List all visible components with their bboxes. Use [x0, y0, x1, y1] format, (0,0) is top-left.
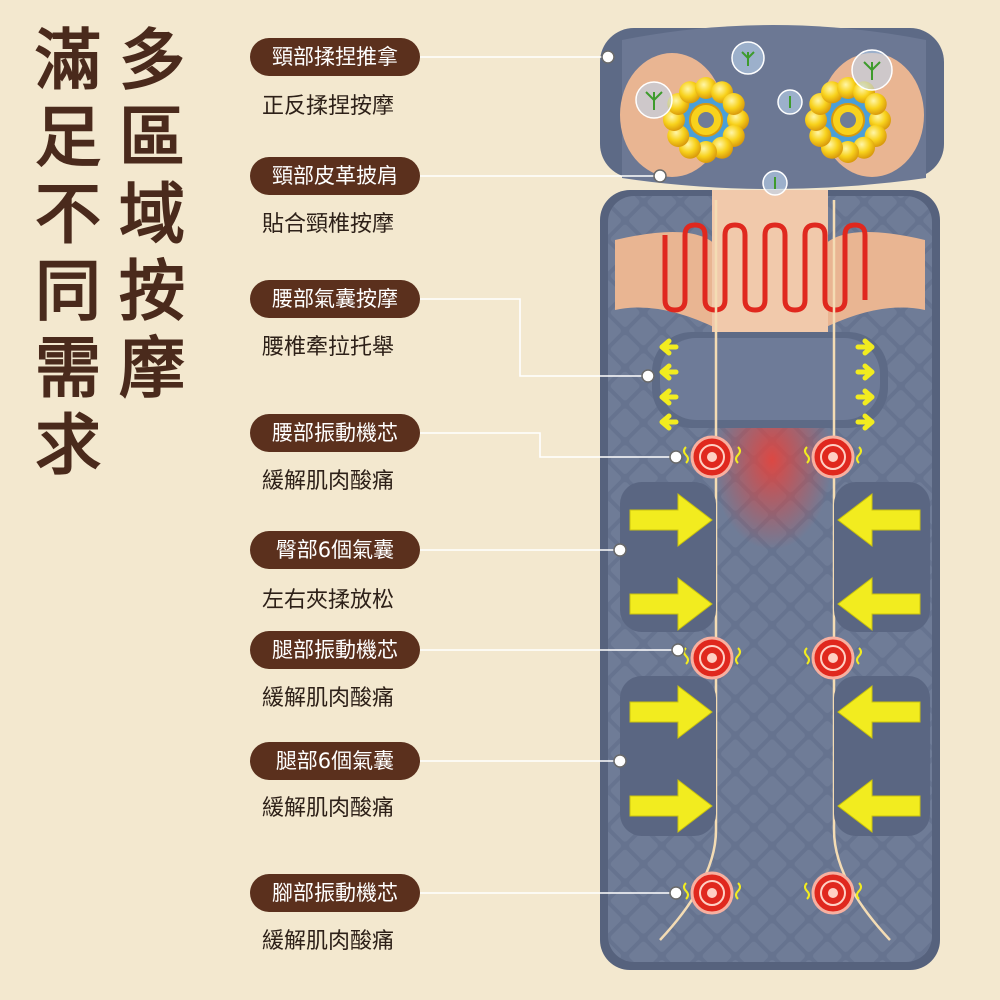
vibration-core [707, 653, 717, 663]
vibration-wave-icon [856, 446, 862, 464]
callout-dot [613, 543, 627, 557]
headline-char: 不 [35, 176, 101, 253]
feature-desc-leg-airbags: 緩解肌肉酸痛 [262, 796, 395, 821]
headline-char: 按 [119, 253, 185, 330]
headline-column-2: 多 區 域 按 摩 [112, 22, 192, 407]
lumbar-arrows [659, 338, 875, 431]
feature-desc-lumbar-airbag: 腰椎牽拉托舉 [262, 335, 395, 360]
vibration-core [828, 888, 838, 898]
feature-desc-foot-vibration: 緩解肌肉酸痛 [262, 929, 395, 954]
feature-badge-neck-shawl: 頸部皮革披肩 [250, 157, 420, 195]
headline-char: 需 [35, 330, 101, 407]
arrow-left-icon [837, 684, 921, 740]
callout-dot [669, 450, 683, 464]
callout-dot [669, 886, 683, 900]
vibration-wave-icon [735, 882, 741, 900]
callout-dot [641, 369, 655, 383]
feature-desc-neck-shawl: 貼合頸椎按摩 [262, 212, 395, 237]
arrow-right-icon [629, 778, 713, 834]
headline-column-1: 滿 足 不 同 需 求 [28, 22, 108, 484]
headline-char: 區 [119, 99, 185, 176]
vibration-wave-icon [735, 446, 741, 464]
massage-ball-hub [840, 112, 856, 128]
headline-char: 足 [35, 99, 101, 176]
vibration-ring [820, 645, 846, 671]
headline-char: 同 [35, 253, 101, 330]
lumbar-arrow-left [659, 338, 679, 356]
vibration-motors [683, 435, 862, 915]
callout-line-lumbar-vibration [420, 432, 676, 458]
lumbar-arrow-right [855, 388, 875, 406]
headline-char: 域 [119, 176, 185, 253]
callout-dot [601, 50, 615, 64]
vibration-core [707, 888, 717, 898]
arrow-right-icon [629, 684, 713, 740]
herb-bubble-icon [635, 81, 673, 119]
neck-massage-balls-left [663, 77, 749, 163]
arrow-right-icon [629, 492, 713, 548]
feature-badge-lumbar-airbag: 腰部氣囊按摩 [250, 280, 420, 318]
feature-badge-neck-kneading: 頸部揉捏推拿 [250, 38, 420, 76]
vibration-wave-icon [804, 647, 810, 665]
arrow-left-icon [837, 778, 921, 834]
lumbar-arrow-left [659, 363, 679, 381]
headline-char: 求 [35, 407, 101, 484]
vibration-ring [699, 645, 725, 671]
vibration-core [707, 452, 717, 462]
heating-coil [662, 222, 868, 313]
feature-badge-foot-vibration: 腳部振動機芯 [250, 874, 420, 912]
lumbar-arrow-left [659, 413, 679, 431]
vibration-wave-icon [683, 446, 689, 464]
headline-char: 摩 [119, 330, 185, 407]
callout-lines [420, 56, 678, 894]
vibration-core [828, 653, 838, 663]
vibration-ring [820, 880, 846, 906]
vibration-wave-icon [735, 647, 741, 665]
lumbar-airbag [652, 332, 888, 428]
feature-badge-leg-airbags: 腿部6個氣囊 [250, 742, 420, 780]
massage-ball [864, 93, 887, 115]
vibration-ring [820, 444, 846, 470]
arrow-left-icon [837, 576, 921, 632]
lumbar-arrow-right [855, 338, 875, 356]
massage-ball-hub [698, 112, 714, 128]
herb-bubble-icon [731, 41, 765, 75]
feature-badge-leg-vibration: 腿部振動機芯 [250, 631, 420, 669]
feature-desc-hip-airbags: 左右夾揉放松 [262, 588, 395, 613]
callout-dot [613, 754, 627, 768]
airbag-arrows [629, 492, 921, 834]
feature-desc-leg-vibration: 緩解肌肉酸痛 [262, 686, 395, 711]
lumbar-arrow-right [855, 363, 875, 381]
vibration-wave-icon [856, 882, 862, 900]
vibration-ring [699, 444, 725, 470]
herb-bubble-icon [762, 170, 788, 196]
massage-ball [722, 93, 745, 115]
feature-desc-neck-kneading: 正反揉捏按摩 [262, 94, 395, 119]
arrow-right-icon [629, 576, 713, 632]
headline-char: 滿 [35, 22, 101, 99]
neck-massage-balls-right [805, 77, 891, 163]
callout-endpoints [601, 50, 685, 900]
feature-badge-hip-airbags: 臀部6個氣囊 [250, 531, 420, 569]
vibration-wave-icon [804, 446, 810, 464]
feature-desc-lumbar-vibration: 緩解肌肉酸痛 [262, 469, 395, 494]
vibration-wave-icon [683, 882, 689, 900]
callout-line-lumbar-airbag [420, 298, 648, 377]
herb-bubble-icon [777, 89, 803, 115]
arrow-left-icon [837, 492, 921, 548]
vibration-ring [699, 880, 725, 906]
vibration-wave-icon [804, 882, 810, 900]
herb-bubble-icon [851, 49, 893, 91]
lumbar-arrow-right [855, 413, 875, 431]
vibration-wave-icon [856, 647, 862, 665]
headline-char: 多 [119, 22, 185, 99]
vibration-core [828, 452, 838, 462]
callout-dot [653, 169, 667, 183]
feature-badge-lumbar-vibration: 腰部振動機芯 [250, 414, 420, 452]
callout-dot [671, 643, 685, 657]
lumbar-arrow-left [659, 388, 679, 406]
